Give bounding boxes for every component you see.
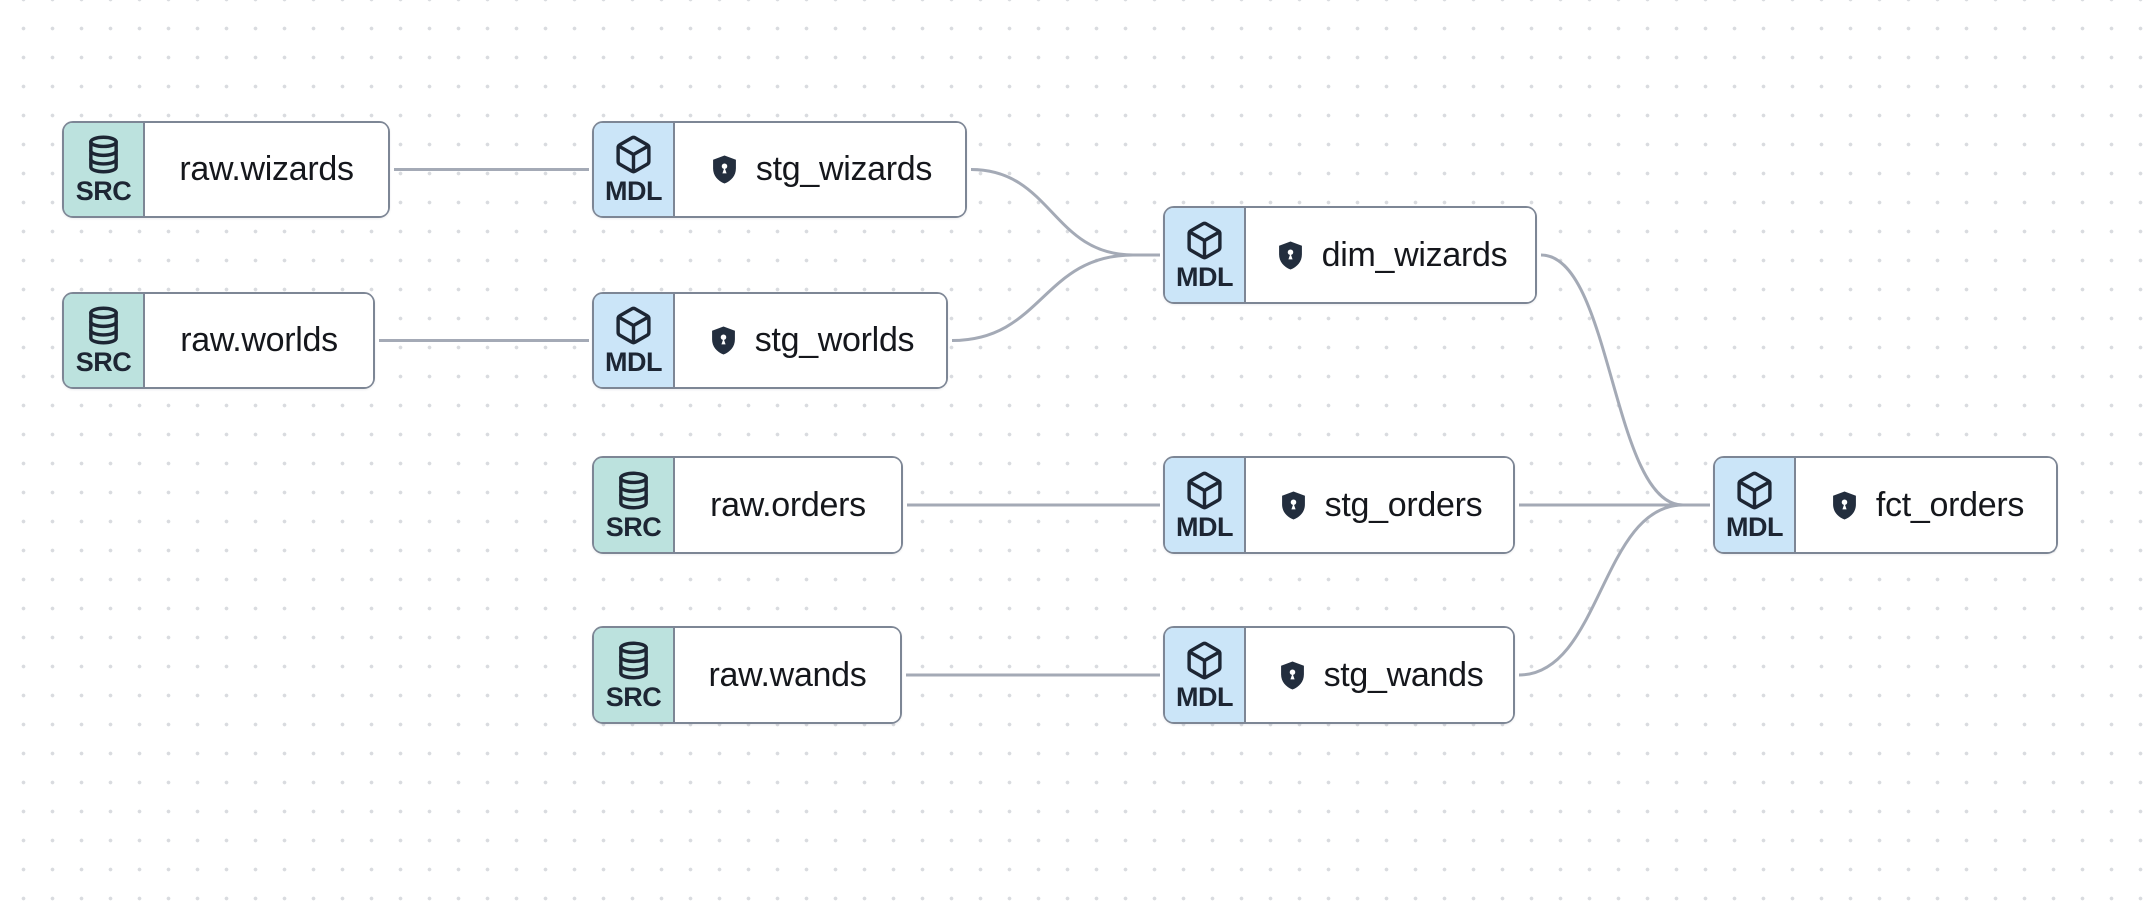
node-label-area: fct_orders bbox=[1796, 458, 2056, 552]
shield-icon bbox=[1276, 659, 1309, 692]
node-raw-wizards[interactable]: SRC raw.wizards bbox=[62, 121, 390, 218]
node-type-label: SRC bbox=[605, 511, 662, 542]
node-type-badge: SRC bbox=[594, 628, 675, 722]
node-type-label: SRC bbox=[605, 681, 662, 712]
node-label: stg_wizards bbox=[755, 150, 933, 188]
edge-stg-worlds-to-dim-wizards bbox=[951, 253, 1160, 342]
node-label-area: raw.worlds bbox=[145, 294, 373, 387]
node-type-label: MDL bbox=[605, 176, 662, 206]
node-type-badge: MDL bbox=[1165, 458, 1246, 552]
shield-icon bbox=[1277, 489, 1310, 522]
node-type-label: MDL bbox=[1176, 511, 1233, 542]
node-label: raw.wizards bbox=[179, 150, 354, 188]
database-icon bbox=[83, 134, 124, 175]
node-label-area: raw.wizards bbox=[145, 123, 388, 216]
database-icon bbox=[613, 640, 654, 681]
node-fct-orders[interactable]: MDL fct_orders bbox=[1713, 456, 2058, 554]
shield-icon bbox=[707, 324, 740, 357]
node-label: raw.orders bbox=[710, 485, 866, 524]
cube-icon bbox=[613, 134, 654, 175]
node-type-label: SRC bbox=[75, 176, 132, 206]
node-type-label: MDL bbox=[1176, 261, 1233, 292]
node-raw-orders[interactable]: SRC raw.orders bbox=[592, 456, 903, 554]
node-type-badge: MDL bbox=[1165, 208, 1246, 302]
cube-icon bbox=[1734, 470, 1775, 511]
node-label-area: stg_worlds bbox=[675, 294, 946, 387]
node-raw-wands[interactable]: SRC raw.wands bbox=[592, 626, 902, 724]
node-type-label: MDL bbox=[1726, 511, 1783, 542]
database-icon bbox=[613, 470, 654, 511]
node-label-area: dim_wizards bbox=[1246, 208, 1535, 302]
edge-stg-wands-to-fct-orders bbox=[1518, 503, 1710, 677]
node-label-area: stg_wizards bbox=[675, 123, 965, 216]
node-type-label: MDL bbox=[605, 347, 662, 377]
node-type-badge: MDL bbox=[594, 294, 675, 387]
node-label-area: stg_wands bbox=[1246, 628, 1513, 722]
node-label-area: raw.orders bbox=[675, 458, 901, 552]
node-type-badge: SRC bbox=[64, 123, 145, 216]
shield-icon bbox=[1828, 489, 1861, 522]
node-type-badge: MDL bbox=[1715, 458, 1796, 552]
node-label: raw.worlds bbox=[180, 321, 338, 359]
node-type-badge: MDL bbox=[1165, 628, 1246, 722]
cube-icon bbox=[1184, 470, 1225, 511]
shield-icon bbox=[708, 153, 741, 186]
cube-icon bbox=[1184, 220, 1225, 261]
node-label: fct_orders bbox=[1875, 485, 2025, 524]
node-label: stg_worlds bbox=[754, 321, 915, 359]
edge-dim-wizards-to-fct-orders bbox=[1540, 253, 1710, 507]
node-label: dim_wizards bbox=[1321, 235, 1508, 274]
node-type-badge: SRC bbox=[64, 294, 145, 387]
edge-stg-wizards-to-dim-wizards bbox=[970, 168, 1160, 257]
node-type-badge: SRC bbox=[594, 458, 675, 552]
node-type-label: MDL bbox=[1176, 681, 1233, 712]
node-type-label: SRC bbox=[75, 347, 132, 377]
node-label-area: raw.wands bbox=[675, 628, 900, 722]
node-label: stg_orders bbox=[1324, 485, 1483, 524]
node-label: stg_wands bbox=[1323, 655, 1484, 694]
node-raw-worlds[interactable]: SRC raw.worlds bbox=[62, 292, 375, 389]
node-stg-wands[interactable]: MDL stg_wands bbox=[1163, 626, 1515, 724]
node-label-area: stg_orders bbox=[1246, 458, 1513, 552]
cube-icon bbox=[1184, 640, 1225, 681]
node-stg-wizards[interactable]: MDL stg_wizards bbox=[592, 121, 967, 218]
cube-icon bbox=[613, 305, 654, 346]
node-stg-orders[interactable]: MDL stg_orders bbox=[1163, 456, 1515, 554]
node-type-badge: MDL bbox=[594, 123, 675, 216]
node-stg-worlds[interactable]: MDL stg_worlds bbox=[592, 292, 948, 389]
shield-icon bbox=[1274, 239, 1307, 272]
database-icon bbox=[83, 305, 124, 346]
node-dim-wizards[interactable]: MDL dim_wizards bbox=[1163, 206, 1537, 304]
node-label: raw.wands bbox=[708, 655, 867, 694]
